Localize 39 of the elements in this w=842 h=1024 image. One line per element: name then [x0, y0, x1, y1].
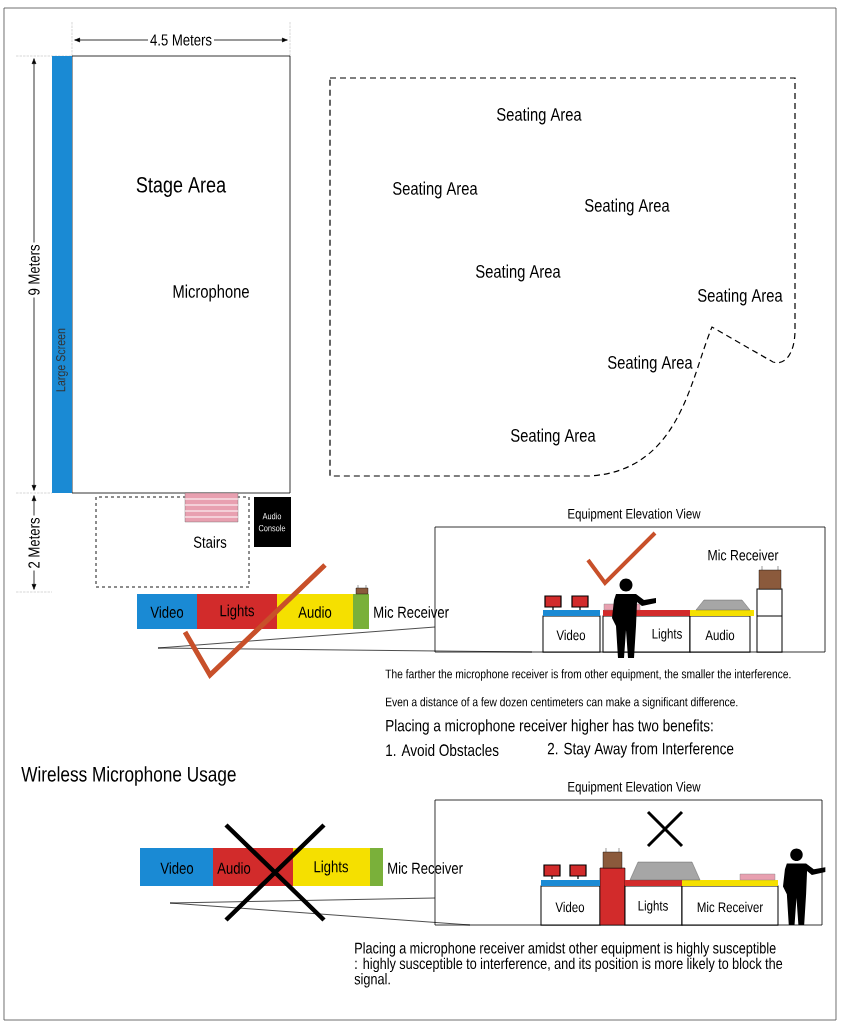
note-text: 2. Stay Away from Interference: [547, 742, 734, 758]
area-label: Seating Area: [497, 107, 582, 125]
equipment-label: Lights: [652, 628, 682, 642]
console-label: Audio Console: [258, 512, 286, 532]
equipment-label: Video: [555, 901, 585, 913]
receiver-label: Mic Receiver: [374, 606, 449, 618]
equipment-label: Audio: [217, 862, 251, 874]
area-label: Seating Area: [476, 264, 561, 282]
equipment-label: Video: [160, 862, 194, 874]
title: Wireless Microphone Usage: [21, 766, 236, 786]
area-label: Stairs: [193, 536, 227, 548]
area-label: Stage Area: [136, 177, 227, 197]
note-text: Placing a microphone receiver higher has two benefits:: [386, 719, 713, 735]
area-label: Seating Area: [393, 181, 478, 199]
equipment-label: Lights: [638, 900, 668, 914]
equipment-label: Lights: [314, 860, 348, 876]
equipment-label: Mic Receiver: [697, 901, 763, 913]
note-text: The farther the microphone receiver is from other equipment, the smaller the interference.: [385, 669, 791, 681]
cabinet: [599, 867, 626, 926]
area-label: Seating Area: [608, 355, 693, 373]
view-heading: Equipment Elevation View: [568, 508, 701, 522]
note-text: 1. Avoid Obstacles: [386, 743, 499, 757]
screen-label: Large Screen: [56, 328, 68, 392]
receiver-label: Mic Receiver: [388, 862, 463, 874]
area-label: Microphone: [173, 284, 249, 302]
equipment-label: Audio: [298, 606, 332, 618]
dimension-label: 2 Meters: [26, 515, 42, 571]
equipment-label: Video: [150, 606, 184, 618]
dimension-label: 9 Meters: [26, 242, 42, 298]
area-label: Seating Area: [585, 198, 670, 216]
equipment-label: Audio: [705, 629, 735, 641]
note-text: Placing a microphone receiver amidst other equipment is highly susceptible : highly susceptible to interference, and its position is more likely to block the signal.: [354, 942, 783, 988]
view-heading: Equipment Elevation View: [568, 781, 701, 795]
equipment-label: Video: [556, 629, 586, 641]
area-label: Seating Area: [511, 428, 596, 446]
equipment-label: Lights: [220, 604, 254, 620]
area-label: Seating Area: [698, 288, 783, 306]
note-text: Even a distance of a few dozen centimeters can make a significant difference.: [386, 697, 738, 709]
equipment-label: Mic Receiver: [708, 549, 779, 561]
